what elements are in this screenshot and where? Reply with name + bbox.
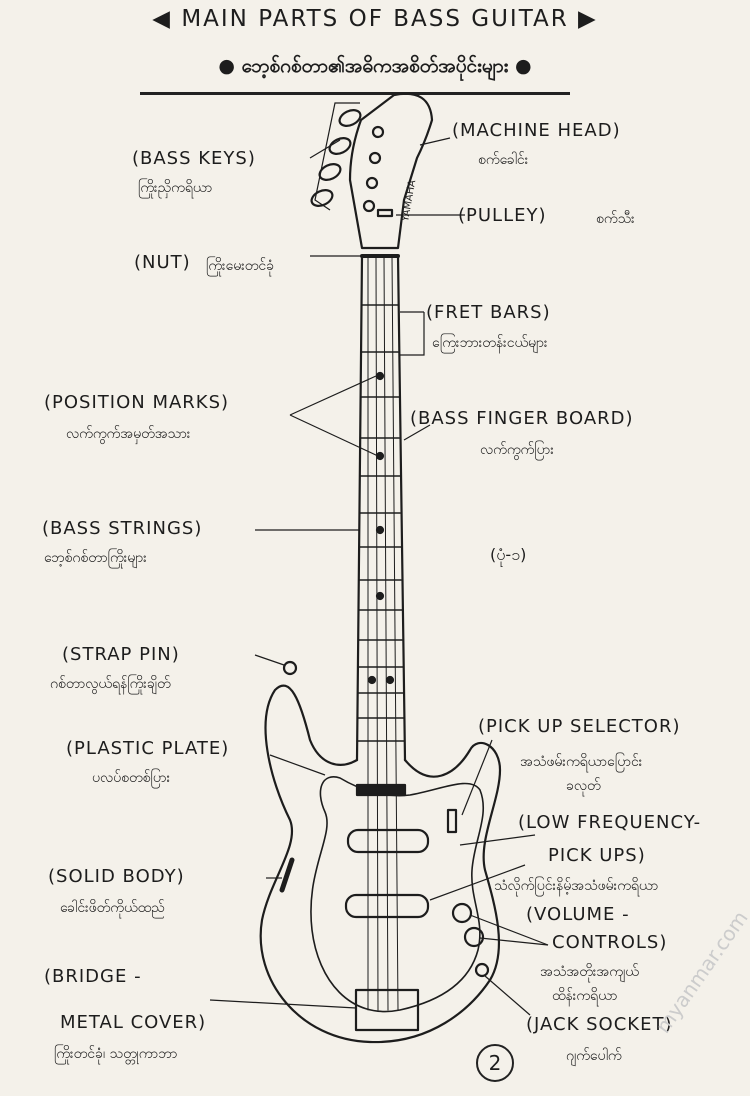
label-strap-pin-my: ဂစ်တာလွယ်ရန်ကြိုးချိတ်: [50, 676, 171, 692]
label-pulley-my: စက်သီး: [596, 211, 635, 227]
figure-number: (ပုံ-၁): [490, 545, 527, 564]
label-nut-my: ကြိုးမေးတင်ခုံ: [206, 258, 275, 274]
label-bridge-my: ကြိုးတင်ခုံ၊ သတ္တုကာဘာ: [54, 1046, 178, 1062]
label-pickup-selector-my2: ခလုတ်: [566, 778, 601, 794]
diagram-subtitle: ● ဘေ့စ်ဂစ်တာ၏အဓိကအစိတ်အပိုင်းများ ●: [218, 55, 532, 77]
machine-heads: [362, 125, 394, 218]
label-volume-2: CONTROLS): [552, 932, 668, 953]
label-jack-socket: (JACK SOCKET): [526, 1014, 673, 1035]
label-bass-keys-my: ကြိုးညှိကရိယာ: [138, 180, 213, 196]
neck-fingerboard: [355, 254, 407, 762]
label-finger-board-my: လက်ကွက်ပြား: [480, 442, 554, 458]
label-machine-head-my: စက်ခေါင်း: [478, 152, 529, 168]
position-marks: [367, 371, 395, 685]
fret-bars: [356, 304, 405, 742]
label-volume-my2: ထိန်းကရိယာ: [552, 988, 618, 1004]
label-low-frequency-2: PICK UPS): [548, 845, 646, 866]
label-low-frequency: (LOW FREQUENCY-: [518, 812, 702, 833]
label-bridge: (BRIDGE -: [44, 966, 142, 987]
bass-keys: [310, 109, 362, 207]
label-solid-body-my: ခေါင်းဖိတ်ကိုယ်ထည်: [60, 900, 165, 916]
leader-lines: [209, 102, 549, 1016]
label-bass-keys: (BASS KEYS): [132, 148, 256, 169]
label-fret-bars: (FRET BARS): [426, 302, 551, 323]
label-jack-socket-my: ဂျက်ပေါက်: [566, 1048, 622, 1064]
strap-pin: [282, 660, 298, 676]
label-position-marks-my: လက်ကွက်အမှတ်အသား: [66, 426, 191, 442]
pickup-selector: [446, 808, 458, 834]
label-bridge-2: METAL COVER): [60, 1012, 207, 1033]
jack-socket: [474, 962, 490, 978]
pickup-upper: [346, 828, 430, 854]
volume-knob-2: [463, 926, 485, 948]
label-nut: (NUT): [134, 252, 191, 273]
label-fret-bars-my: ကြေးဘားတန်းငယ်များ: [432, 335, 548, 351]
label-low-frequency-my: သံလိုက်ပြင်းနိမ့်အသံဖမ်းကရိယာ: [494, 878, 659, 894]
plastic-plate: [310, 776, 484, 1013]
label-pickup-selector: (PICK UP SELECTOR): [478, 716, 681, 737]
volume-knob-1: [451, 902, 473, 924]
label-volume: (VOLUME -: [526, 904, 630, 925]
page-number: 2: [476, 1044, 514, 1082]
bass-strings: [367, 255, 399, 1011]
label-bass-strings-my: ဘေ့စ်ဂစ်တာကြိုးများ: [44, 550, 147, 566]
label-strap-pin: (STRAP PIN): [62, 644, 180, 665]
label-pickup-selector-my: အသံဖမ်းကရိယာပြောင်း: [520, 754, 643, 770]
solid-body: [259, 684, 502, 1044]
diagram-title: ◀ MAIN PARTS OF BASS GUITAR ▶: [152, 6, 598, 32]
label-finger-board: (BASS FINGER BOARD): [410, 408, 634, 429]
headstock-brand: YAMAHA: [400, 179, 418, 223]
label-pulley: (PULLEY): [458, 205, 547, 226]
neck-heel-plate: [355, 783, 407, 797]
headstock: [348, 92, 434, 250]
label-solid-body: (SOLID BODY): [48, 866, 185, 887]
label-bass-strings: (BASS STRINGS): [42, 518, 203, 539]
label-plastic-plate: (PLASTIC PLATE): [66, 738, 230, 759]
bridge-cover: [354, 988, 420, 1032]
label-volume-my: အသံအတိုးအကျယ်: [540, 964, 639, 980]
title-underline: [140, 92, 570, 95]
label-position-marks: (POSITION MARKS): [44, 392, 230, 413]
pickup-lower: [344, 893, 430, 919]
label-plastic-plate-my: ပလပ်စတစ်ပြား: [92, 770, 171, 786]
label-machine-head: (MACHINE HEAD): [452, 120, 621, 141]
